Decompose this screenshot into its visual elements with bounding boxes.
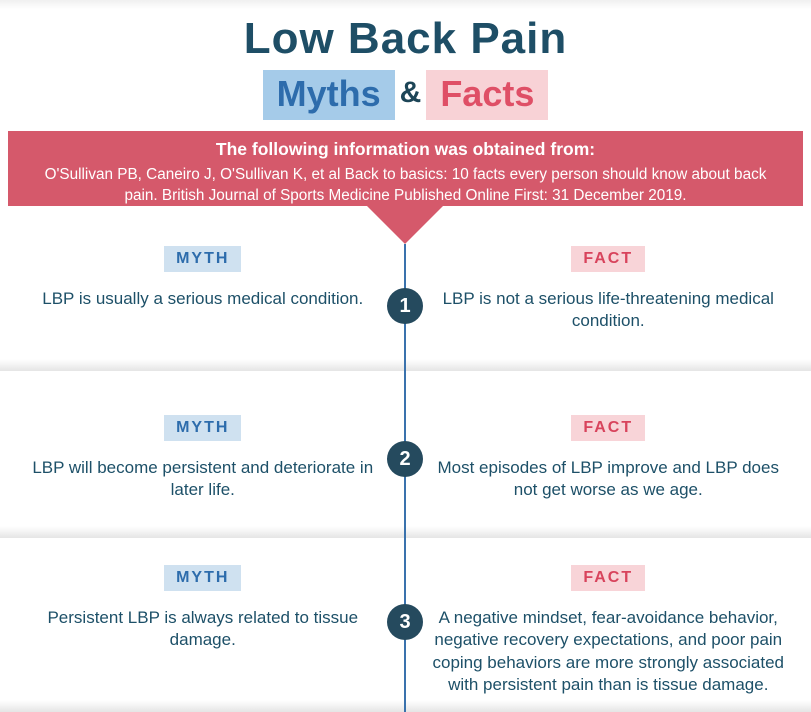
fact-column-1: FACT LBP is not a serious life-threateni… <box>406 206 811 371</box>
myth-text-2: LBP will become persistent and deteriora… <box>32 458 374 500</box>
source-banner-heading: The following information was obtained f… <box>215 139 596 159</box>
myths-highlight: Myths <box>262 70 395 121</box>
header: Low Back Pain Myths&Facts <box>0 0 811 131</box>
page-title: Low Back Pain <box>243 14 568 63</box>
timeline-line <box>404 244 406 712</box>
fact-text-3: A negative mindset, fear-avoidance behav… <box>432 608 785 695</box>
myth-fact-rows: MYTH LBP is usually a serious medical co… <box>0 206 811 712</box>
step-number-badge-2: 2 <box>387 441 423 477</box>
page-subtitle: Myths&Facts <box>0 70 811 121</box>
fact-column-3: FACT A negative mindset, fear-avoidance … <box>406 538 811 712</box>
myth-column-3: MYTH Persistent LBP is always related to… <box>0 538 406 712</box>
fact-text-1: LBP is not a serious life-threatening me… <box>442 289 774 331</box>
source-banner: The following information was obtained f… <box>8 131 803 206</box>
myth-chip: MYTH <box>164 415 242 441</box>
ampersand: & <box>399 76 422 109</box>
myth-chip: MYTH <box>164 246 242 272</box>
myth-fact-row-1: MYTH LBP is usually a serious medical co… <box>0 206 811 371</box>
facts-highlight: Facts <box>426 70 549 121</box>
fact-chip: FACT <box>571 415 646 441</box>
fact-text-2: Most episodes of LBP improve and LBP doe… <box>437 458 779 500</box>
myth-text-3: Persistent LBP is always related to tiss… <box>47 608 359 650</box>
fact-chip: FACT <box>571 246 646 272</box>
myth-column-1: MYTH LBP is usually a serious medical co… <box>0 206 406 371</box>
fact-column-2: FACT Most episodes of LBP improve and LB… <box>406 371 811 538</box>
myth-fact-row-2: MYTH LBP will become persistent and dete… <box>0 371 811 538</box>
myth-column-2: MYTH LBP will become persistent and dete… <box>0 371 406 538</box>
step-number-badge-1: 1 <box>387 288 423 324</box>
myth-chip: MYTH <box>164 565 242 591</box>
myth-text-1: LBP is usually a serious medical conditi… <box>42 289 364 308</box>
source-citation: O'Sullivan PB, Caneiro J, O'Sullivan K, … <box>44 166 767 205</box>
fact-chip: FACT <box>571 565 646 591</box>
banner-pointer-down-icon <box>367 206 443 244</box>
step-number-badge-3: 3 <box>387 604 423 640</box>
